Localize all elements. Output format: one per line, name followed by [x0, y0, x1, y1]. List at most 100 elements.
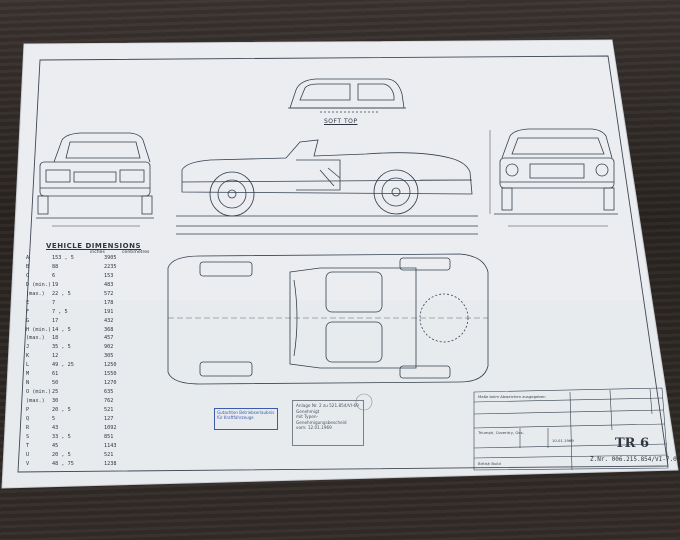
unit-cm-header: centimetres — [122, 250, 150, 255]
dimension-cm: 902 — [104, 344, 114, 351]
dimension-label: L — [26, 362, 30, 369]
dimension-inches: 43 — [52, 424, 59, 431]
stamp-line-3: mit Typen-Genehmigungsbescheid — [296, 414, 347, 425]
dimension-cm: 127 — [104, 415, 114, 422]
dimension-label: M — [26, 371, 30, 378]
dimension-cm: 1250 — [104, 362, 117, 369]
dimension-inches: 50 — [52, 380, 59, 387]
top-view-drawing — [167, 253, 489, 385]
dimension-row: Q 5 127 — [26, 415, 156, 424]
dimension-label: U — [26, 451, 30, 458]
dimension-label: R — [26, 424, 30, 431]
dimension-label: S — [26, 433, 30, 440]
dimension-label: P — [26, 406, 30, 413]
dimension-label: V — [26, 460, 30, 467]
dimension-inches: 7 , 5 — [52, 308, 68, 315]
dimension-inches: 20 , 5 — [52, 451, 71, 458]
dimension-inches: 14 , 5 — [52, 326, 71, 333]
unit-inches-header: inches — [90, 250, 105, 255]
dimension-inches: 17 — [52, 317, 59, 324]
dimension-cm: 635 — [104, 389, 114, 396]
dimension-label: N — [26, 380, 30, 387]
dimension-label: Q — [26, 415, 30, 422]
title-block-note: Maße beim Abweichen ausgegeben — [478, 394, 546, 399]
dimension-cm: 1092 — [104, 424, 117, 431]
dimension-label: (max.) — [26, 335, 45, 342]
stamp-line-4: vom: 12.01.1969 — [296, 425, 332, 430]
dimension-label: (max.) — [26, 290, 45, 297]
dimension-cm: 572 — [104, 290, 114, 297]
dimension-row: K 12 305 — [26, 352, 156, 361]
stamp-line-2: Genehmigt — [296, 408, 320, 414]
dimension-inches: 33 , 5 — [52, 433, 71, 440]
round-stamp — [355, 393, 373, 411]
dimension-inches: 18 — [52, 335, 59, 342]
title-block-date: 10.01.1969 — [552, 438, 574, 443]
dimension-label: C — [26, 272, 30, 279]
dimension-cm: 305 — [104, 353, 114, 360]
dimension-inches: 48 , 75 — [52, 460, 74, 467]
dimension-inches: 5 — [52, 415, 56, 422]
dimension-cm: 2235 — [104, 263, 117, 270]
dimension-inches: 35 , 5 — [52, 344, 71, 351]
dimension-inches: 49 , 25 — [52, 362, 74, 369]
dimension-cm: 521 — [104, 451, 114, 458]
model-title: TR 6 — [615, 436, 650, 451]
dimension-label: D (min.) — [26, 281, 51, 288]
soft-top-label: SOFT TOP — [324, 118, 358, 125]
dimension-inches: 61 — [52, 371, 59, 378]
dimension-cm: 762 — [104, 398, 114, 404]
dimension-label: H (min.) — [26, 326, 51, 333]
dimension-label: O (min.) — [26, 389, 51, 396]
dimension-cm: 432 — [104, 317, 114, 324]
approval-stamp: Anlage Nr. 2 zu 521.854/VI-69 Genehmigt … — [292, 400, 364, 446]
dimension-inches: 25 — [52, 389, 59, 396]
dimension-label: F — [26, 308, 30, 315]
dimension-cm: 178 — [104, 299, 114, 306]
dimension-cm: 1238 — [104, 460, 117, 467]
dimension-row: D (min.)19 483 — [26, 281, 156, 290]
dimension-label: B — [26, 263, 30, 270]
dimension-cm: 1270 — [104, 380, 117, 387]
dimension-label: A — [26, 255, 30, 261]
stamp-line-1: Anlage Nr. 2 zu 521.854/VI-69 — [296, 403, 359, 408]
dimension-cm: 483 — [104, 281, 114, 288]
dimension-inches: 7 — [52, 299, 56, 306]
soft-top-drawing — [288, 78, 406, 113]
title-block — [473, 387, 669, 471]
dimension-cm: 851 — [104, 433, 114, 440]
side-view-drawing — [176, 139, 478, 235]
title-block-company: Triumph, Coventry, Ges. — [478, 430, 524, 435]
rear-view-drawing — [489, 128, 618, 227]
drawing-number: Z.Nr. 006.215.854/VI-7.0 — [590, 456, 677, 463]
dimension-row: U 20 , 5 521 — [26, 451, 156, 460]
dimension-row: R 43 1092 — [26, 424, 156, 433]
dimension-label: K — [26, 353, 30, 360]
dimension-row: S 33 , 5 851 — [26, 433, 156, 442]
dimension-cm: 521 — [104, 406, 114, 413]
dimensions-title: VEHICLE DIMENSIONS — [46, 242, 141, 250]
dimension-inches: 153 , 5 — [52, 255, 74, 261]
dimension-row: O (min.)25 635 — [26, 388, 156, 397]
dimension-inches: 19 — [52, 281, 59, 288]
dimension-label: (max.) — [26, 398, 45, 404]
dimension-cm: 3905 — [104, 255, 117, 261]
dimension-cm: 1143 — [104, 442, 117, 449]
dimension-inches: 12 — [52, 353, 59, 360]
blue-approval-stamp: Gutachten Betriebserlaubnis für Kraftfah… — [214, 408, 278, 430]
dimension-label: T — [26, 442, 30, 449]
dimension-label: E — [26, 299, 30, 306]
